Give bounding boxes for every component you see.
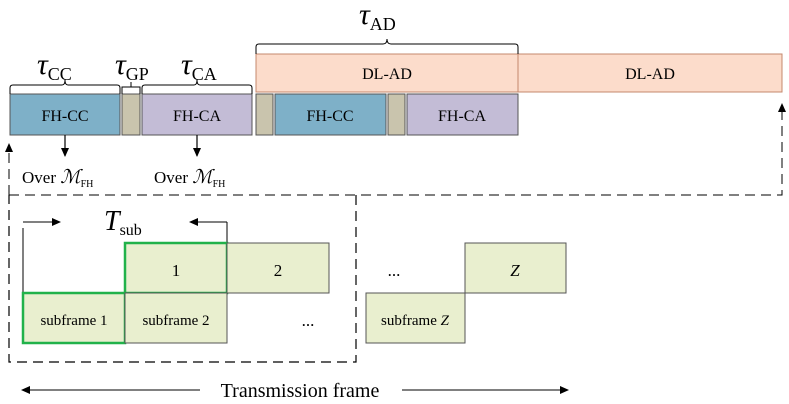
tsub-label: Tsub [104, 206, 142, 239]
fh-subscript: FH [81, 179, 94, 190]
fh-subscript: FH [213, 179, 226, 190]
brace-tau-cc [9, 79, 121, 94]
over-mfh-label-1: Over ℳFH [22, 167, 93, 190]
subframe-2-label: subframe 2 [142, 313, 209, 329]
brace-tau-gp [121, 82, 141, 94]
fh-ca-label-2: FH-CA [438, 108, 486, 125]
tau-symbol: τ [359, 0, 371, 31]
tau-ad-subscript: AD [370, 14, 396, 34]
t-subscript: sub [120, 222, 142, 239]
dl-ad-block-2: DL-AD [517, 53, 783, 93]
fh-cc-block-1: FH-CC [9, 93, 121, 136]
dashed-connector [9, 103, 786, 196]
brace-tau-ca [141, 79, 253, 94]
fh-ca-label-1: FH-CA [173, 108, 221, 125]
subframe-z-label: subframe Z [381, 313, 450, 329]
transmission-frame-label: Transmission frame [221, 380, 380, 402]
over-word: Over [154, 168, 188, 187]
tau-ca-subscript: CA [192, 64, 217, 84]
slot-z: Z [464, 242, 567, 294]
tau-symbol: τ [181, 48, 193, 81]
tau-cc-subscript: CC [48, 64, 72, 84]
over-word: Over [22, 168, 56, 187]
slot-1: 1 [123, 241, 229, 295]
tau-gp-label: τGP [115, 48, 149, 84]
slot-2-label: 2 [274, 261, 283, 280]
fh-cc-label-2: FH-CC [306, 108, 353, 125]
subframe-z-var: Z [441, 313, 450, 329]
script-m-symbol: ℳ [60, 167, 83, 188]
fh-ca-block-2: FH-CA [406, 93, 519, 136]
subframe-2: subframe 2 [124, 292, 228, 344]
dl-ad-block-1: DL-AD [255, 53, 519, 93]
subframe-z: subframe Z [365, 292, 466, 344]
brace-tau-ad [255, 38, 519, 54]
subframe-z-text: subframe [381, 313, 441, 329]
tau-cc-label: τCC [37, 48, 72, 84]
tau-symbol: τ [37, 48, 49, 81]
ellipsis-lower: ... [302, 311, 315, 330]
subframe-region-border [8, 195, 357, 363]
subframe-1-label: subframe 1 [40, 313, 107, 329]
gp-block-2 [255, 93, 274, 136]
gp-block-1 [121, 93, 141, 136]
t-symbol: T [104, 206, 122, 237]
tau-ca-label: τCA [181, 48, 217, 84]
fh-ca-block-1: FH-CA [141, 93, 253, 136]
gp-block-3 [387, 93, 406, 136]
subframe-1: subframe 1 [21, 291, 127, 345]
ellipsis-upper: ... [388, 261, 401, 280]
dl-ad-label-2: DL-AD [625, 66, 675, 83]
slot-2: 2 [226, 242, 330, 294]
fh-cc-block-2: FH-CC [274, 93, 387, 136]
slot-z-label: Z [510, 261, 520, 280]
tau-gp-subscript: GP [126, 64, 149, 84]
over-mfh-label-2: Over ℳFH [154, 167, 225, 190]
dl-ad-label-1: DL-AD [362, 66, 412, 83]
tau-ad-label: τAD [359, 0, 396, 34]
tau-symbol: τ [115, 48, 127, 81]
slot-1-label: 1 [172, 261, 181, 280]
fh-cc-label-1: FH-CC [41, 108, 88, 125]
script-m-symbol: ℳ [192, 167, 215, 188]
